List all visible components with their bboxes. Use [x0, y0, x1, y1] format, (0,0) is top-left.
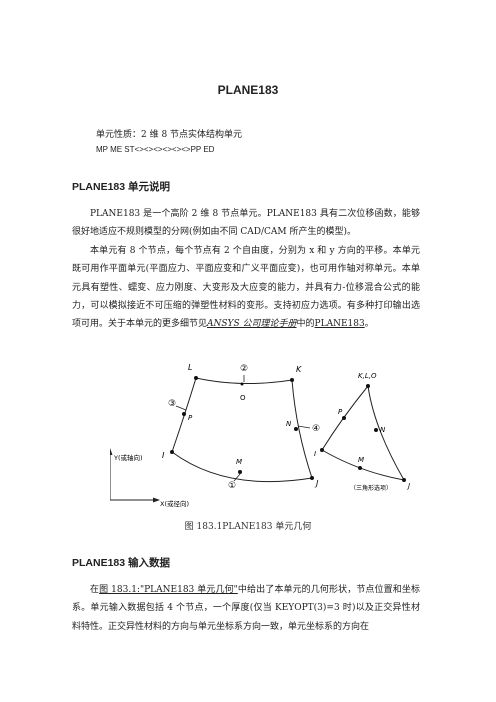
description-paragraph-2: 本单元有 8 个节点，每个节点有 2 个自由度，分别为 x 和 y 方向的平移。… [72, 245, 420, 330]
input-data-paragraph-1: 在图 183.1:"PLANE183 单元几何"中给出了本单元的几何形状，节点位… [72, 585, 420, 632]
element-geometry-figure: L K O P N I M J ② ③ ④ ① K,L,O P N I M J … [110, 363, 410, 508]
figure-183-1-link[interactable]: 图 183.1:"PLANE183 单元几何" [99, 585, 238, 595]
tri-node-label-n: N [380, 426, 386, 434]
y-axis-label: Y(或轴向) [113, 453, 143, 462]
node-label-l: L [188, 363, 192, 372]
plane183-link[interactable]: PLANE183 [314, 319, 365, 330]
page-title: PLANE183 [217, 83, 279, 97]
tri-node-label-i: I [314, 450, 316, 458]
x-axis-label: X(或径向) [160, 499, 189, 508]
face-label-4: ④ [312, 424, 320, 434]
theory-manual-link[interactable]: ANSYS 公司理论手册 [207, 319, 297, 330]
node-label-j: J [314, 479, 319, 488]
face-label-3: ③ [168, 399, 176, 409]
description-text: PLANE183 是一个高阶 2 维 8 节点单元。PLANE183 具有二次位… [72, 205, 420, 334]
tri-node-label-p: P [338, 408, 343, 416]
triangle-option-label: （三角形选项） [350, 484, 392, 492]
node-label-n: N [286, 420, 292, 428]
tri-node-label-m: M [358, 456, 364, 464]
element-property: 单元性质：2 维 8 节点实体结构单元 [96, 130, 243, 140]
description-paragraph-1: PLANE183 是一个高阶 2 维 8 节点单元。PLANE183 具有二次位… [72, 209, 420, 238]
section-heading-input-data: PLANE183 输入数据 [72, 557, 171, 569]
input-data-text: 在图 183.1:"PLANE183 单元几何"中给出了本单元的几何形状，节点位… [72, 581, 420, 636]
node-label-k: K [296, 365, 302, 374]
face-label-2: ② [240, 364, 248, 374]
element-flags: MP ME ST<><><><><><>PP ED [96, 145, 215, 154]
node-label-m: M [236, 458, 242, 466]
node-label-p: P [188, 414, 193, 422]
figure-caption: 图 183.1PLANE183 单元几何 [184, 522, 312, 532]
tri-node-label-j: J [406, 482, 410, 490]
face-label-1: ① [228, 481, 236, 491]
tri-node-label-klo: K,L,O [358, 372, 377, 380]
node-label-i: I [162, 451, 165, 460]
section-heading-description: PLANE183 单元说明 [72, 181, 171, 193]
node-label-o: O [240, 394, 246, 402]
